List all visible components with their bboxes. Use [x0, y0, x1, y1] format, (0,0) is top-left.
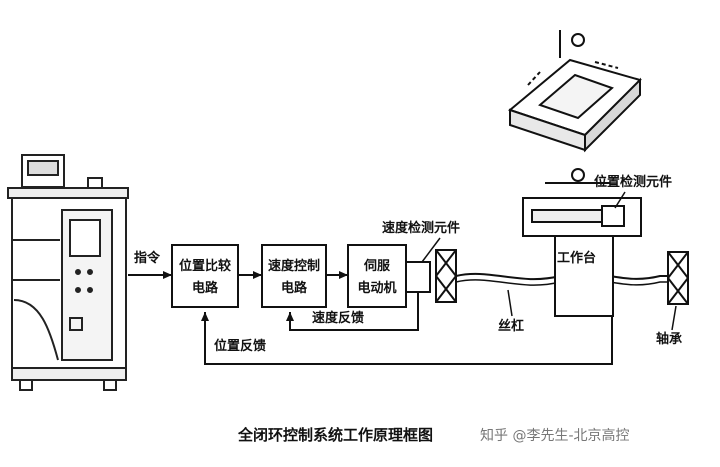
- speed-control-box: 速度控制 电路: [261, 244, 327, 308]
- servo-motor-line1: 伺服: [363, 258, 391, 274]
- servo-motor-box: 伺服 电动机: [347, 244, 407, 308]
- watermark: 知乎 @李先生-北京高控: [480, 427, 630, 444]
- speed-control-line1: 速度控制: [268, 258, 320, 274]
- position-feedback-path: [201, 312, 613, 365]
- bearing-label: 轴承: [656, 331, 682, 347]
- position-feedback-label: 位置反馈: [214, 338, 266, 354]
- position-compare-line1: 位置比较: [179, 258, 231, 274]
- servo-motor-line2: 电动机: [357, 280, 396, 296]
- position-compare-line2: 电路: [192, 280, 219, 296]
- speed-control-line2: 电路: [281, 280, 308, 296]
- speed-sensor-box: [405, 261, 431, 293]
- speed-sensor-leader: [421, 237, 441, 263]
- cnc-cabinet: [7, 154, 129, 391]
- right-bearing-block: [667, 251, 689, 305]
- workpiece-3d: [507, 30, 642, 184]
- speed-feedback-label: 速度反馈: [312, 310, 364, 326]
- speed-sensor-label: 速度检测元件: [382, 220, 460, 236]
- worktable-assembly: [522, 197, 642, 317]
- speed-feedback-path: [286, 292, 419, 331]
- position-sensor-leader: [614, 191, 626, 209]
- command-label: 指令: [134, 250, 161, 266]
- screw-label: 丝杠: [498, 318, 524, 334]
- diagram-caption: 全闭环控制系统工作原理框图: [237, 426, 433, 444]
- position-compare-box: 位置比较 电路: [171, 244, 239, 308]
- left-bearing-block: [435, 249, 457, 303]
- bearing-leader: [671, 305, 677, 331]
- position-sensor-label: 位置检测元件: [594, 174, 672, 190]
- screw-leader: [507, 289, 513, 317]
- worktable-label: 工作台: [557, 250, 596, 266]
